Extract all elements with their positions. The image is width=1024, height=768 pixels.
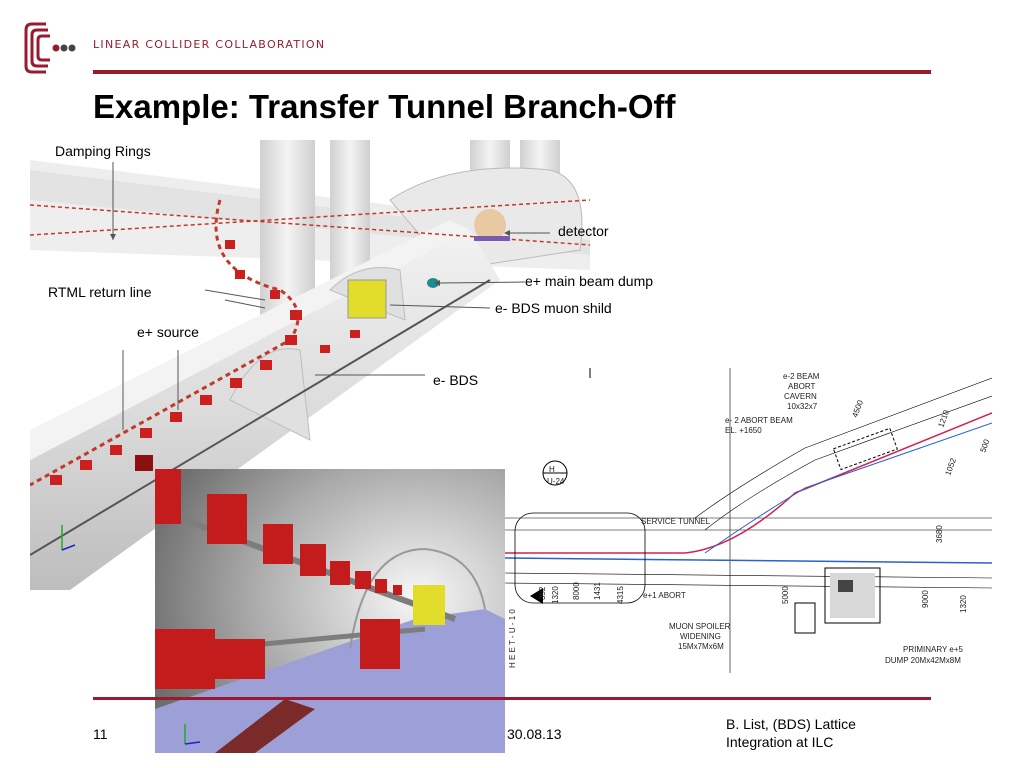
cad-dim-6: 1320 — [551, 586, 560, 604]
cad-dim-8: 1431 — [593, 582, 602, 600]
cad-e1-abort: e+1 ABORT — [643, 591, 686, 600]
lcc-logo-icon — [24, 22, 76, 74]
footer-author-line1: B. List, (BDS) Lattice — [726, 716, 856, 732]
cad-section-ref: U-24 — [547, 477, 565, 486]
cad-spoiler-line3: 15Mx7Mx6M — [678, 642, 724, 651]
label-damping-rings: Damping Rings — [55, 143, 151, 159]
cad-dim-12: 1320 — [959, 595, 968, 613]
label-e-minus-bds: e- BDS — [433, 372, 479, 388]
cad-abort-line2: EL. +1650 — [725, 426, 762, 435]
cad-dim-2: 500 — [978, 438, 991, 454]
cad-service-tunnel: SERVICE TUNNEL — [641, 517, 711, 526]
label-main-beam-dump: e+ main beam dump — [525, 273, 654, 289]
slide-title: Example: Transfer Tunnel Branch-Off — [93, 88, 676, 125]
header-divider — [93, 70, 931, 74]
footer-divider — [93, 697, 931, 700]
footer-date: 30.08.13 — [507, 726, 562, 742]
cad-dim-7: 8000 — [572, 582, 581, 600]
cad-abort-line1: e- 2 ABORT BEAM — [725, 416, 793, 425]
cad-spoiler-line1: MUON SPOILER — [669, 622, 731, 631]
cad-dim-10: 5000 — [781, 586, 790, 604]
cad-dim-4: 3680 — [935, 525, 944, 543]
cad-cavern-line4: 10x32x7 — [787, 402, 818, 411]
cad-dim-9: 4315 — [616, 586, 625, 604]
label-rtml-return-line: RTML return line — [48, 284, 152, 300]
cad-cavern-line3: CAVERN — [784, 392, 817, 401]
label-muon-shild: e- BDS muon shild — [495, 300, 612, 316]
tunnel-interior-view — [155, 469, 505, 753]
org-name: LINEAR COLLIDER COLLABORATION — [93, 38, 326, 51]
cad-dim-5: 392 — [538, 586, 547, 600]
cad-spoiler-line2: WIDENING — [680, 632, 721, 641]
footer-author-line2: Integration at ILC — [726, 734, 834, 750]
cad-plan-drawing: e-2 BEAM ABORT CAVERN 10x32x7 e- 2 ABORT… — [505, 368, 992, 673]
cad-sheet-text: H E E T - U - 1 0 — [508, 609, 517, 668]
cad-dump-line1: PRIMINARY e+5 — [903, 645, 964, 654]
label-e-plus-source: e+ source — [137, 324, 199, 340]
label-detector: detector — [558, 223, 609, 239]
page-number: 11 — [93, 726, 108, 742]
cad-cavern-line1: e-2 BEAM — [783, 372, 820, 381]
tunnel-3d-render — [30, 140, 590, 590]
cad-dim-11: 9000 — [921, 590, 930, 608]
cad-cavern-line2: ABORT — [788, 382, 816, 391]
cad-dump-line2: DUMP 20Mx42Mx8M — [885, 656, 961, 665]
cad-section-mark: H — [549, 465, 555, 474]
